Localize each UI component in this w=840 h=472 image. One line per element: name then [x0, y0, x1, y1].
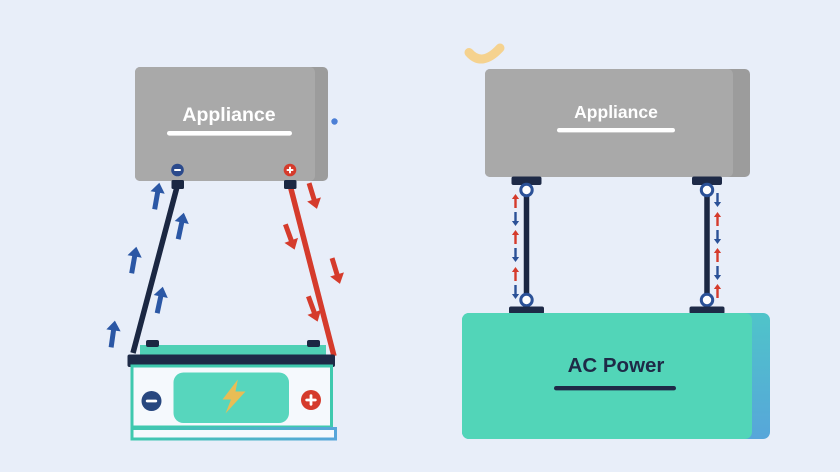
down-arrow-icon: [511, 212, 520, 226]
connector-foot: [509, 306, 544, 314]
appliance-body: [135, 67, 315, 181]
down-arrow-icon: [713, 266, 722, 280]
up-arrow-icon: [713, 212, 722, 226]
ac-power-underline: [554, 386, 676, 391]
crescent-icon: [464, 43, 505, 64]
ac-diagram: Appliance: [462, 43, 770, 439]
battery-lip: [140, 345, 326, 357]
plus-icon: [283, 163, 297, 177]
down-arrow-icon: [511, 285, 520, 299]
connector-bar: [692, 176, 722, 185]
dc-appliance: Appliance: [135, 67, 338, 189]
battery: [127, 340, 337, 441]
down-arrow-icon: [302, 180, 324, 212]
ac-power-box: AC Power: [462, 313, 770, 439]
battery-terminal-right: [307, 340, 320, 347]
down-arrow-icon: [511, 248, 520, 262]
appliance-label: Appliance: [182, 104, 275, 126]
up-arrow-icon: [171, 211, 191, 241]
connector-ring-hole: [522, 185, 531, 195]
ac-power-body: [462, 313, 752, 439]
minus-icon: [141, 391, 162, 411]
connector-ring-hole: [702, 295, 712, 305]
up-arrow-icon: [511, 194, 520, 208]
ac-appliance: Appliance: [485, 69, 750, 177]
connector-ring-hole: [522, 295, 531, 305]
ac-power-label: AC Power: [568, 354, 665, 377]
battery-terminal-left: [146, 340, 159, 347]
up-arrow-icon: [511, 267, 520, 281]
battery-top-bar: [127, 354, 335, 367]
ac-arrows-left: [511, 194, 520, 299]
dc-diagram: Appliance: [103, 67, 347, 441]
battery-base: [130, 427, 337, 441]
ac-wires: [509, 176, 725, 314]
up-arrow-icon: [713, 284, 722, 298]
dot-icon: [331, 118, 338, 125]
minus-icon: [171, 163, 184, 177]
appliance-label: Appliance: [574, 102, 658, 122]
dc-up-arrow-group: [103, 181, 191, 349]
appliance-underline: [167, 131, 292, 136]
dc-down-arrow-group: [278, 180, 347, 325]
up-arrow-icon: [103, 319, 123, 349]
up-arrow-icon: [150, 285, 170, 315]
negative-wire: [130, 184, 181, 354]
positive-stub: [284, 180, 297, 189]
connector-ring-hole: [702, 185, 712, 195]
down-arrow-icon: [325, 255, 347, 287]
appliance-body: [485, 69, 733, 177]
lightning-bolt-icon: [222, 379, 246, 414]
plus-icon: [301, 390, 321, 410]
down-arrow-icon: [713, 193, 722, 207]
appliance-underline: [557, 128, 675, 133]
up-arrow-icon: [147, 181, 167, 211]
up-arrow-icon: [511, 230, 520, 244]
connector-foot: [689, 306, 725, 314]
up-arrow-icon: [713, 248, 722, 262]
negative-stub: [171, 180, 184, 189]
ac-arrows-right: [713, 193, 722, 298]
connector-bar: [511, 176, 542, 185]
up-arrow-icon: [124, 245, 144, 275]
positive-wire: [287, 184, 337, 357]
down-arrow-icon: [713, 230, 722, 244]
